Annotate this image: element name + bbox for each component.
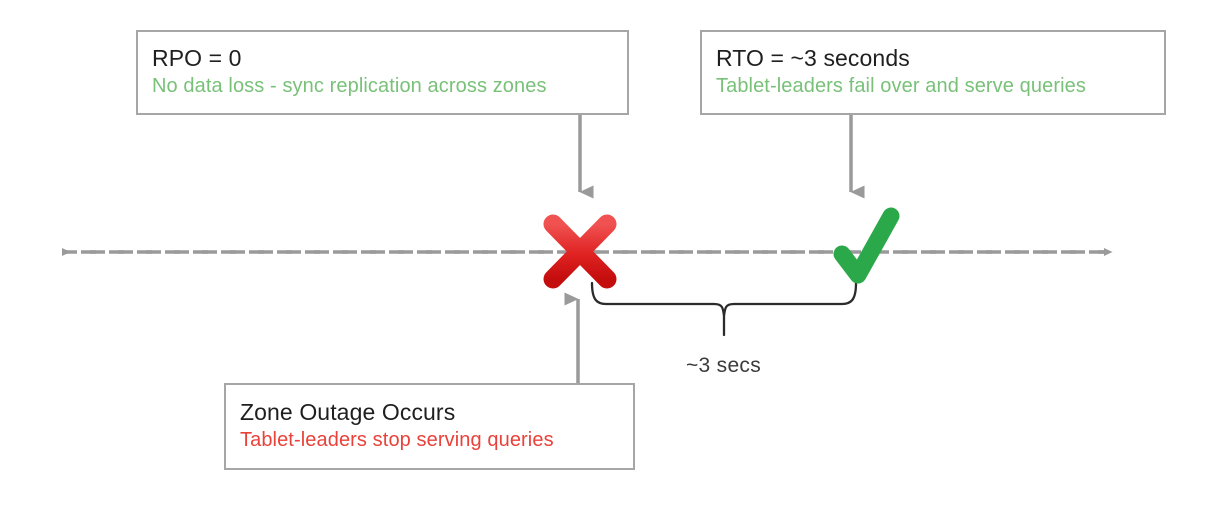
callout-zone-outage: Zone Outage Occurs Tablet-leaders stop s… (224, 383, 635, 470)
duration-label: ~3 secs (685, 354, 762, 377)
callout-rto-subtitle: Tablet-leaders fail over and serve queri… (716, 75, 1086, 97)
callout-rpo: RPO = 0 No data loss - sync replication … (136, 30, 629, 115)
x-mark-icon (543, 214, 617, 289)
callout-zone-outage-title: Zone Outage Occurs (240, 399, 456, 425)
callout-rto-title: RTO = ~3 seconds (716, 45, 910, 71)
callout-zone-outage-subtitle: Tablet-leaders stop serving queries (240, 429, 554, 451)
duration-brace (590, 281, 858, 337)
check-mark-icon (833, 207, 900, 284)
callout-rpo-title: RPO = 0 (152, 45, 242, 71)
callout-rto: RTO = ~3 seconds Tablet-leaders fail ove… (700, 30, 1166, 115)
callout-rpo-subtitle: No data loss - sync replication across z… (152, 75, 547, 97)
